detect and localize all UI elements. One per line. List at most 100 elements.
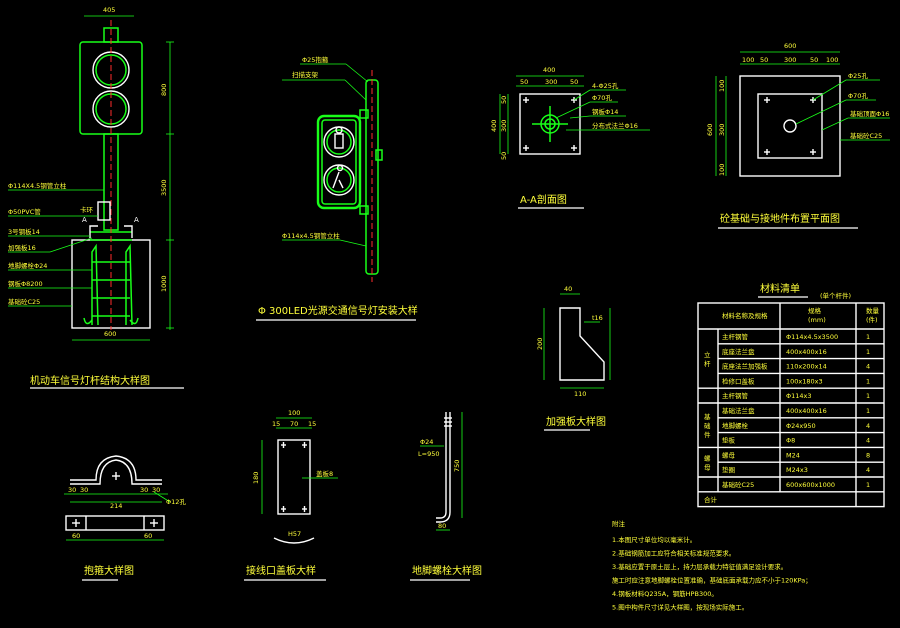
view-g-title: 接线口盖板大样 — [246, 564, 316, 577]
table-cell-name: 基础砼C25 — [722, 480, 754, 489]
svg-text:Φ25孔: Φ25孔 — [848, 72, 868, 80]
svg-text:110: 110 — [574, 390, 586, 398]
svg-text:300: 300 — [500, 120, 508, 132]
svg-text:钢板Φ8200: 钢板Φ8200 — [8, 279, 43, 288]
svg-text:加强板16: 加强板16 — [8, 243, 36, 252]
dim-base: 1000 — [160, 275, 168, 292]
svg-text:30: 30 — [152, 486, 160, 494]
svg-text:30: 30 — [140, 486, 148, 494]
table-cell-name: 主杆钢管 — [722, 332, 749, 341]
svg-text:600: 600 — [706, 124, 714, 136]
table-cell-qty: 1 — [866, 392, 870, 400]
table-subtitle: (单个杆件) — [820, 291, 851, 300]
svg-text:600: 600 — [784, 42, 796, 50]
dim-pole: 3500 — [160, 179, 168, 196]
table-cell-spec: 100x180x3 — [786, 377, 823, 385]
table-title: 材料清单 — [760, 282, 800, 295]
table-cell-qty: 1 — [866, 333, 870, 341]
foundation-plan-view: 600 100 50 300 50 100 600 100 300 100 Φ2… — [706, 42, 890, 229]
table-cell-spec: 400x400x16 — [786, 407, 827, 415]
notes-item: 2.基础钢筋加工应符合相关标准规范要求。 — [612, 549, 735, 558]
svg-text:Φ114X4.5钢管立柱: Φ114X4.5钢管立柱 — [8, 181, 67, 190]
cover-plate — [277, 439, 311, 515]
table-group-name: 螺 — [704, 454, 711, 463]
svg-text:50: 50 — [570, 78, 578, 86]
svg-text:Φ25抱箍: Φ25抱箍 — [302, 55, 329, 64]
svg-text:地脚螺栓Φ24: 地脚螺栓Φ24 — [8, 261, 47, 270]
led-signal-install-view: 扫描支架 Φ25抱箍 Φ114x4.5钢管立柱 Φ 300LED光源交通信号灯安… — [256, 55, 418, 321]
flange-plate — [519, 93, 581, 155]
table-group-name: 件 — [704, 430, 711, 439]
svg-text:盖板8: 盖板8 — [316, 469, 333, 478]
dim-top: 405 — [103, 6, 115, 14]
notes: 附注1.本图尺寸单位均以毫米计。2.基础钢筋加工应符合相关标准规范要求。3.基础… — [612, 519, 812, 612]
table-cell-spec: 110x200x14 — [786, 363, 827, 371]
anchor-bolt-view: 750 Φ24 L=950 80 地脚螺栓大样图 — [410, 412, 482, 581]
table-cell-name: 垫板 — [722, 436, 736, 445]
table-cell-qty: 4 — [866, 422, 870, 430]
svg-text:750: 750 — [453, 460, 461, 472]
table-group-name: 础 — [704, 421, 711, 430]
svg-text:Φ70孔: Φ70孔 — [848, 92, 868, 100]
svg-text:50: 50 — [520, 78, 528, 86]
view-b-title: Φ 300LED光源交通信号灯安装大样 — [258, 304, 418, 317]
svg-text:L=950: L=950 — [418, 450, 439, 458]
svg-text:钢板Φ14: 钢板Φ14 — [592, 107, 618, 116]
foundation-outline — [739, 75, 841, 177]
view-d-title: 砼基础与接地件布置平面图 — [720, 212, 840, 225]
svg-text:50: 50 — [500, 96, 508, 104]
svg-text:基础砼C25: 基础砼C25 — [8, 297, 40, 306]
table-cell-spec: M24 — [786, 451, 800, 459]
svg-text:214: 214 — [110, 502, 122, 510]
table-frame — [697, 302, 885, 508]
svg-text:100: 100 — [826, 56, 838, 64]
table-header-cell: 规格 — [808, 306, 822, 315]
svg-text:扫描支架: 扫描支架 — [292, 70, 319, 79]
lamp-stop — [323, 126, 355, 158]
section-mark-left: A — [82, 216, 87, 224]
view-f-title: 抱箍大样图 — [84, 564, 134, 577]
table-cell-name: 主杆钢管 — [722, 391, 749, 400]
svg-text:t16: t16 — [592, 314, 603, 322]
svg-text:Φ114x4.5钢管立柱: Φ114x4.5钢管立柱 — [282, 231, 340, 240]
svg-text:300: 300 — [784, 56, 796, 64]
svg-text:70: 70 — [290, 420, 298, 428]
svg-text:300: 300 — [545, 78, 557, 86]
table-cell-spec: Φ24x950 — [786, 422, 816, 430]
svg-text:400: 400 — [543, 66, 555, 74]
table-cell-spec: Φ114x3 — [786, 392, 812, 400]
table-cell-qty: 4 — [866, 466, 870, 474]
dim-head: 800 — [160, 84, 168, 96]
table-cell-spec: Φ8 — [786, 437, 795, 445]
hoop-arc — [70, 455, 162, 481]
table-group-name: 母 — [704, 464, 711, 472]
table-cell-qty: 1 — [866, 377, 870, 385]
view-h-title: 地脚螺栓大样图 — [412, 564, 482, 577]
svg-text:基础顶面Φ16: 基础顶面Φ16 — [850, 109, 889, 118]
svg-text:50: 50 — [760, 56, 768, 64]
wire-hole — [97, 201, 111, 221]
notes-item: 施工时应注意地脚螺栓位置准确，基础底面承载力应不小于120KPa； — [612, 576, 812, 585]
table-cell-name: 基础法兰盘 — [722, 406, 755, 415]
table-cell-qty: 1 — [866, 348, 870, 356]
table-cell-spec: Φ114x4.5x3500 — [786, 333, 838, 341]
svg-text:15: 15 — [272, 420, 280, 428]
svg-text:80: 80 — [438, 522, 446, 530]
table-cell-qty: 1 — [866, 407, 870, 415]
table-cell-name: 底座法兰加强板 — [722, 362, 768, 371]
svg-text:100: 100 — [718, 80, 726, 92]
cover-plate-view: 100 15 70 15 180 盖板8 H57 接线口盖板大样 — [244, 409, 338, 581]
svg-text:卡环: 卡环 — [80, 205, 94, 214]
stiffener-shape — [559, 307, 605, 381]
notes-item: 5.图中构件尺寸详见大样图，按现场实际施工。 — [612, 603, 748, 612]
table-cell-name: 螺母 — [722, 450, 736, 459]
pedestrian-signal — [316, 114, 362, 210]
svg-text:Φ50PVC管: Φ50PVC管 — [8, 207, 41, 216]
notes-item: 4.钢板材料Q235A，钢筋HPB300。 — [612, 589, 718, 598]
table-header-cell: 数量 — [866, 306, 880, 315]
stiffener-plate-view: 40 200 110 t16 加强板大样图 — [536, 285, 611, 431]
table-cell-spec: 400x400x16 — [786, 348, 827, 356]
table-cell-name: 底座法兰盘 — [722, 347, 755, 356]
